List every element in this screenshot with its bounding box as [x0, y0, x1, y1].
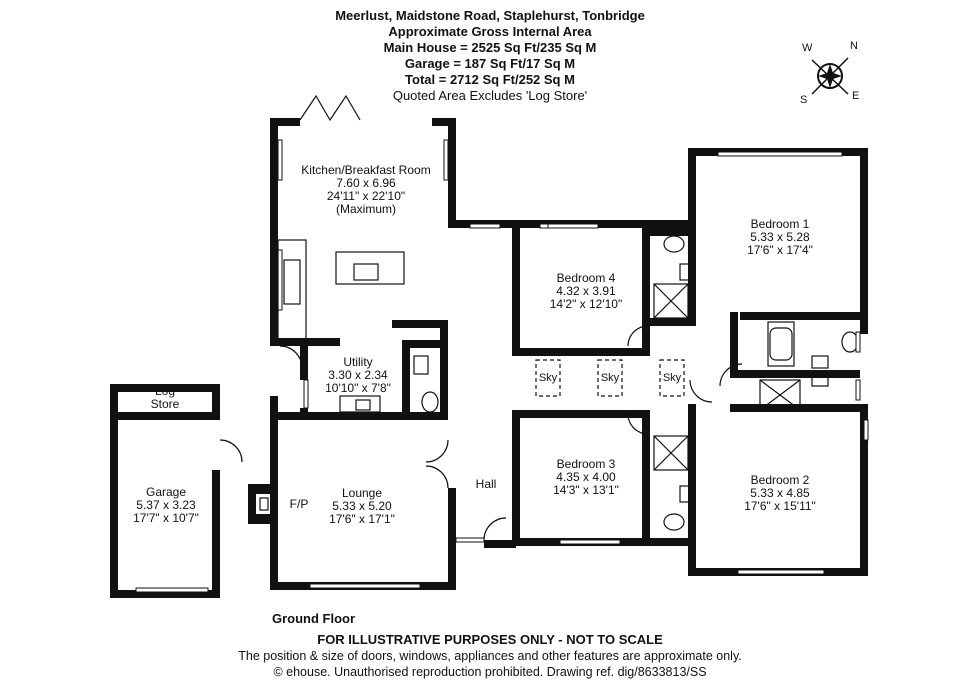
kitchen-island [335, 251, 405, 285]
disclaimer: FOR ILLUSTRATIVE PURPOSES ONLY - NOT TO … [317, 632, 663, 647]
room-imperial: 24'11" x 22'10" [326, 189, 406, 203]
room-bedroom-4: Bedroom 4 4.32 x 3.91 14'2" x 12'10" [530, 272, 642, 311]
bifold-door [299, 94, 361, 122]
room-imperial: 14'2" x 12'10" [549, 297, 623, 311]
floorplan-header: Meerlust, Maidstone Road, Staplehurst, T… [0, 8, 980, 104]
room-name: Bedroom 2 [750, 473, 810, 487]
room-note: (Maximum) [336, 202, 396, 216]
compass-rose-icon [811, 57, 849, 95]
room-bedroom-3: Bedroom 3 4.35 x 4.00 14'3" x 13'1" [530, 458, 642, 497]
skylight-label: Sky [600, 372, 620, 384]
compass-east: E [852, 90, 860, 102]
main-house-area: Main House = 2525 Sq Ft/235 Sq M [383, 40, 597, 55]
room-lounge: Lounge 5.33 x 5.20 17'6" x 17'1" [312, 487, 412, 526]
room-metric: 5.33 x 5.20 [332, 499, 392, 513]
property-title: Meerlust, Maidstone Road, Staplehurst, T… [335, 8, 645, 23]
room-name-line-2: Store [150, 397, 180, 411]
room-metric: 4.32 x 3.91 [556, 284, 616, 298]
room-metric: 4.35 x 4.00 [556, 470, 616, 484]
room-bedroom-1: Bedroom 1 5.33 x 5.28 17'6" x 17'4" [720, 218, 840, 257]
room-name: Bedroom 3 [556, 457, 616, 471]
compass-north: N [850, 40, 858, 52]
room-name: Kitchen/Breakfast Room [301, 163, 431, 177]
room-imperial: 17'6" x 17'4" [747, 243, 813, 257]
room-utility: Utility 3.30 x 2.34 10'10" x 7'8" [312, 356, 404, 395]
compass-south: S [800, 94, 808, 106]
room-metric: 5.33 x 4.85 [750, 486, 810, 500]
fireplace-label: F/P [289, 497, 309, 511]
room-metric: 3.30 x 2.34 [328, 368, 388, 382]
compass-west: W [802, 42, 813, 54]
floorplan-footer: FOR ILLUSTRATIVE PURPOSES ONLY - NOT TO … [0, 632, 980, 680]
room-name: Garage [145, 485, 187, 499]
room-imperial: 14'3" x 13'1" [553, 483, 619, 497]
room-imperial: 17'6" x 17'1" [329, 512, 395, 526]
room-kitchen: Kitchen/Breakfast Room 7.60 x 6.96 24'11… [288, 164, 444, 216]
area-subtitle: Approximate Gross Internal Area [388, 24, 592, 39]
room-name: Bedroom 1 [750, 217, 810, 231]
compass: W N S E [790, 38, 870, 110]
floor-name: Ground Floor [272, 611, 356, 626]
room-garage: Garage 5.37 x 3.23 17'7" x 10'7" [120, 486, 212, 525]
room-name: Bedroom 4 [556, 271, 616, 285]
skylight-label: Sky [538, 372, 558, 384]
room-name: Log [154, 384, 176, 398]
room-hall: Hall [475, 477, 497, 491]
area-note: Quoted Area Excludes 'Log Store' [392, 88, 588, 103]
room-name: Utility [343, 355, 373, 369]
room-name: Lounge [341, 486, 383, 500]
room-imperial: 10'10" x 7'8" [325, 381, 391, 395]
room-metric: 5.37 x 3.23 [136, 498, 196, 512]
total-area: Total = 2712 Sq Ft/252 Sq M [405, 72, 575, 87]
room-imperial: 17'6" x 15'11" [744, 499, 816, 513]
skylight-label: Sky [662, 372, 682, 384]
room-imperial: 17'7" x 10'7" [133, 511, 199, 525]
garage-area: Garage = 187 Sq Ft/17 Sq M [404, 56, 576, 71]
copyright: © ehouse. Unauthorised reproduction proh… [273, 665, 707, 679]
room-bedroom-2: Bedroom 2 5.33 x 4.85 17'6" x 15'11" [720, 474, 840, 513]
room-metric: 7.60 x 6.96 [336, 176, 396, 190]
room-metric: 5.33 x 5.28 [750, 230, 810, 244]
room-log-store: Log Store [130, 385, 200, 411]
approximation-note: The position & size of doors, windows, a… [238, 649, 742, 663]
